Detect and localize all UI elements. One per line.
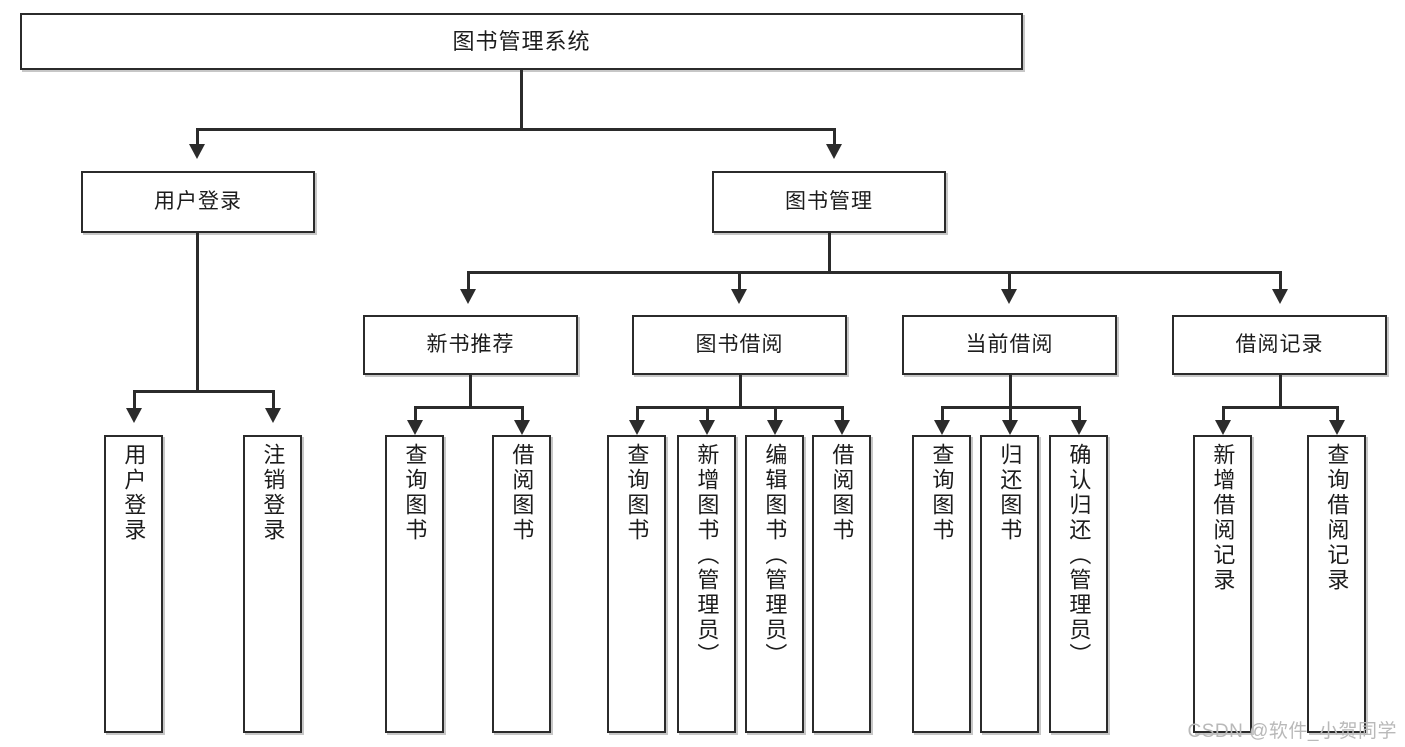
- leaf-query-book-3-label: 查询图书: [929, 443, 955, 543]
- node-user-login-label: 用户登录: [154, 189, 242, 213]
- arrow-new-book-rec-leaf-2: [514, 420, 530, 435]
- leaf-query-book-2[interactable]: 查询图书: [607, 435, 666, 733]
- arrow-user-login-leaf-2: [265, 408, 281, 423]
- arrow-user-login-leaf-1: [126, 408, 142, 423]
- arrow-to-book-borrow: [731, 289, 747, 304]
- arrow-to-current-borrow: [1001, 289, 1017, 304]
- leaf-query-record[interactable]: 查询借阅记录: [1307, 435, 1366, 733]
- leaf-borrow-book-2[interactable]: 借阅图书: [812, 435, 871, 733]
- leaf-query-book-3[interactable]: 查询图书: [912, 435, 971, 733]
- leaf-query-book-2-label: 查询图书: [624, 443, 650, 543]
- node-borrow-record[interactable]: 借阅记录: [1172, 315, 1387, 375]
- connector-current-borrow-stem: [1009, 375, 1012, 408]
- node-book-borrow-label: 图书借阅: [695, 332, 784, 356]
- arrow-new-book-rec-leaf-1: [407, 420, 423, 435]
- arrow-current-borrow-leaf-2: [1002, 420, 1018, 435]
- connector-book-borrow-leaf-2: [706, 406, 709, 422]
- arrow-current-borrow-leaf-1: [934, 420, 950, 435]
- connector-user-login-stem: [196, 233, 199, 392]
- connector-level3-bus: [467, 271, 1281, 274]
- connector-to-book-borrow: [738, 271, 741, 291]
- connector-borrow-record-bus: [1222, 406, 1338, 409]
- leaf-logout-label: 注销登录: [260, 443, 286, 543]
- connector-user-login-leaf-1: [133, 390, 136, 410]
- leaf-add-book[interactable]: 新增图书（管理员）: [677, 435, 736, 733]
- connector-current-borrow-leaf-1: [941, 406, 944, 422]
- arrow-book-borrow-leaf-4: [834, 420, 850, 435]
- node-root-label: 图书管理系统: [452, 28, 591, 54]
- leaf-add-record[interactable]: 新增借阅记录: [1193, 435, 1252, 733]
- connector-to-new-book-rec: [467, 271, 470, 291]
- leaf-add-record-label: 新增借阅记录: [1210, 443, 1236, 593]
- node-book-manage[interactable]: 图书管理: [712, 171, 946, 233]
- node-current-borrow[interactable]: 当前借阅: [902, 315, 1117, 375]
- connector-user-login-leaf-2: [272, 390, 275, 410]
- connector-book-borrow-leaf-3: [774, 406, 777, 422]
- connector-book-manage-stem: [828, 233, 831, 273]
- connector-to-user-login: [196, 128, 199, 146]
- leaf-return-book-label: 归还图书: [997, 443, 1023, 543]
- arrow-to-user-login: [189, 144, 205, 159]
- node-book-manage-label: 图书管理: [785, 189, 873, 213]
- connector-new-book-rec-stem: [469, 375, 472, 408]
- connector-user-login-bus: [133, 390, 275, 393]
- connector-to-book-manage: [833, 128, 836, 146]
- connector-to-borrow-record: [1279, 271, 1282, 291]
- leaf-edit-book-label: 编辑图书（管理员）: [762, 443, 788, 668]
- arrow-book-borrow-leaf-1: [629, 420, 645, 435]
- connector-book-borrow-bus: [636, 406, 843, 409]
- node-borrow-record-label: 借阅记录: [1235, 332, 1324, 356]
- leaf-confirm-return-label: 确认归还（管理员）: [1066, 443, 1092, 668]
- leaf-logout[interactable]: 注销登录: [243, 435, 302, 733]
- arrow-to-book-manage: [826, 144, 842, 159]
- node-new-book-rec[interactable]: 新书推荐: [363, 315, 578, 375]
- connector-current-borrow-leaf-3: [1078, 406, 1081, 422]
- connector-book-borrow-stem: [739, 375, 742, 408]
- leaf-query-book-1[interactable]: 查询图书: [385, 435, 444, 733]
- connector-book-borrow-leaf-1: [636, 406, 639, 422]
- node-book-borrow[interactable]: 图书借阅: [632, 315, 847, 375]
- leaf-confirm-return[interactable]: 确认归还（管理员）: [1049, 435, 1108, 733]
- node-root[interactable]: 图书管理系统: [20, 13, 1023, 70]
- connector-borrow-record-leaf-1: [1222, 406, 1225, 422]
- leaf-return-book[interactable]: 归还图书: [980, 435, 1039, 733]
- node-new-book-rec-label: 新书推荐: [426, 332, 515, 356]
- leaf-add-book-label: 新增图书（管理员）: [694, 443, 720, 668]
- leaf-borrow-book-2-label: 借阅图书: [829, 443, 855, 543]
- arrow-book-borrow-leaf-3: [767, 420, 783, 435]
- arrow-current-borrow-leaf-3: [1071, 420, 1087, 435]
- connector-book-borrow-leaf-4: [841, 406, 844, 422]
- connector-level2-bus: [196, 128, 834, 131]
- connector-borrow-record-leaf-2: [1336, 406, 1339, 422]
- leaf-edit-book[interactable]: 编辑图书（管理员）: [745, 435, 804, 733]
- connector-current-borrow-leaf-2: [1009, 406, 1012, 422]
- leaf-user-login-label: 用户登录: [121, 443, 147, 543]
- arrow-borrow-record-leaf-1: [1215, 420, 1231, 435]
- leaf-query-book-1-label: 查询图书: [402, 443, 428, 543]
- arrow-to-new-book-rec: [460, 289, 476, 304]
- connector-new-book-rec-leaf-1: [414, 406, 417, 422]
- node-user-login[interactable]: 用户登录: [81, 171, 315, 233]
- connector-new-book-rec-bus: [414, 406, 524, 409]
- arrow-to-borrow-record: [1272, 289, 1288, 304]
- leaf-borrow-book-1-label: 借阅图书: [509, 443, 535, 543]
- leaf-query-record-label: 查询借阅记录: [1324, 443, 1350, 593]
- connector-root-stem: [520, 70, 523, 130]
- connector-borrow-record-stem: [1279, 375, 1282, 408]
- connector-to-current-borrow: [1008, 271, 1011, 291]
- leaf-borrow-book-1[interactable]: 借阅图书: [492, 435, 551, 733]
- leaf-user-login[interactable]: 用户登录: [104, 435, 163, 733]
- arrow-book-borrow-leaf-2: [699, 420, 715, 435]
- node-current-borrow-label: 当前借阅: [965, 332, 1054, 356]
- arrow-borrow-record-leaf-2: [1329, 420, 1345, 435]
- connector-new-book-rec-leaf-2: [521, 406, 524, 422]
